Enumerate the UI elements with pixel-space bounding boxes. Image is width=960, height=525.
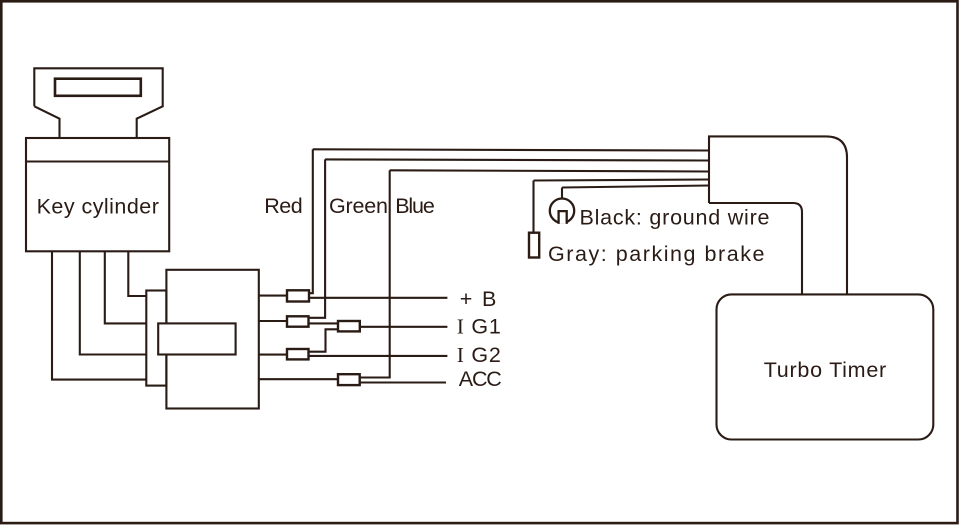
- svg-text:ACC: ACC: [459, 367, 502, 391]
- svg-text:+ B: + B: [460, 287, 497, 311]
- svg-text:I G1: I G1: [457, 315, 501, 339]
- svg-text:I G2: I G2: [457, 343, 501, 367]
- svg-text:Key cylinder: Key cylinder: [37, 194, 159, 218]
- svg-text:Gray: parking brake: Gray: parking brake: [548, 242, 765, 266]
- svg-text:Red: Red: [264, 194, 303, 218]
- svg-text:Turbo Timer: Turbo Timer: [764, 358, 887, 382]
- svg-text:Blue: Blue: [395, 194, 435, 218]
- svg-text:Green: Green: [329, 194, 388, 218]
- svg-text:Black: ground wire: Black: ground wire: [580, 206, 770, 230]
